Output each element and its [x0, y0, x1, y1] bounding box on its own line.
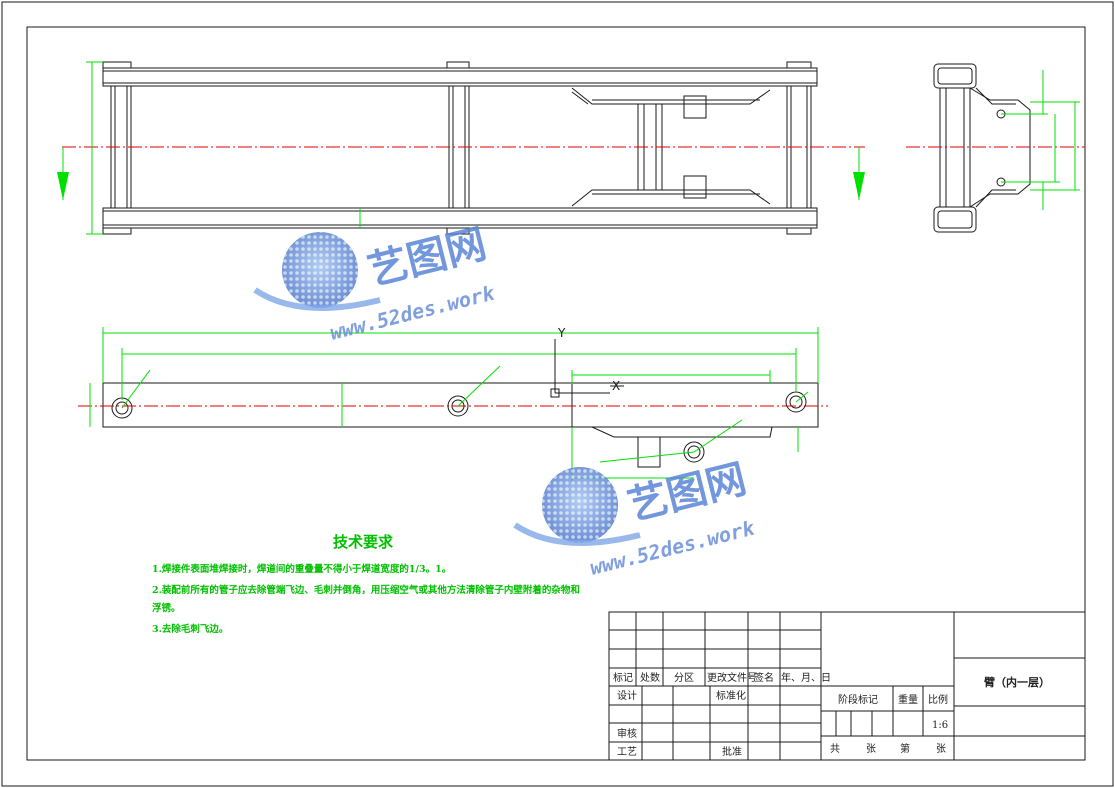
ucs-axis: [554, 339, 624, 394]
watermark-url: www.52des.work: [587, 516, 757, 580]
bottom-dimensions: [89, 327, 819, 484]
front-view: [102, 61, 818, 235]
watermark-1: 艺图网 www.52des.work: [253, 221, 498, 345]
section-arrow-right: [853, 172, 865, 200]
tb-header-signature: 签名: [754, 671, 774, 684]
tb-page-label: 第: [900, 742, 910, 755]
tb-header-mark: 标记: [613, 672, 633, 684]
tb-part-name: 臂（内一层）: [984, 675, 1050, 689]
side-dimensions: [1001, 70, 1080, 210]
tb-scale-value: 1:6: [932, 720, 948, 731]
watermark-url: www.52des.work: [327, 281, 497, 345]
tb-stage-mark-label: 阶段标记: [838, 693, 878, 706]
tech-requirement-line-4: 3.去除毛刺飞边。: [152, 623, 228, 635]
sheet-inner-border: [26, 26, 1086, 761]
tb-review-label: 审核: [617, 727, 637, 740]
tb-header-change-doc: 更改文件号: [707, 671, 757, 684]
tb-sheet-suffix-label: 张: [936, 743, 946, 755]
tech-requirement-line-1: 1.焊接件表面堆焊接时，焊道间的重叠量不得小于焊道宽度的1/3。1。: [152, 563, 451, 575]
title-block: [608, 611, 1086, 761]
tb-standardize-label: 标准化: [716, 689, 746, 702]
tb-total-label: 共: [830, 743, 840, 755]
tb-design-label: 设计: [617, 689, 637, 702]
section-arrow-left: [57, 172, 69, 200]
tb-approve-label: 批准: [722, 745, 742, 758]
tb-process-label: 工艺: [617, 746, 637, 758]
axis-label-y: Y: [557, 326, 566, 340]
watermark-2: 艺图网 www.52des.work: [513, 456, 758, 580]
tech-requirement-line-2: 2.装配前所有的管子应去除管端飞边、毛刺并倒角，用压缩空气或其他方法清除管子内壁…: [152, 584, 580, 596]
tb-scale-label: 比例: [928, 693, 948, 706]
tech-requirements-title: 技术要求: [333, 533, 394, 551]
tech-requirement-line-3: 浮锈。: [152, 602, 181, 614]
side-view: [933, 63, 1031, 233]
watermark-brand: 艺图网: [363, 221, 491, 295]
axis-label-x: X: [612, 379, 620, 393]
tb-header-zone: 分区: [674, 672, 694, 684]
tb-weight-label: 重量: [898, 693, 918, 706]
tb-header-date: 年、月、日: [781, 671, 831, 684]
bottom-view: [102, 382, 819, 468]
tb-sheets-label: 张: [866, 743, 876, 755]
tb-header-count: 处数: [640, 671, 660, 684]
